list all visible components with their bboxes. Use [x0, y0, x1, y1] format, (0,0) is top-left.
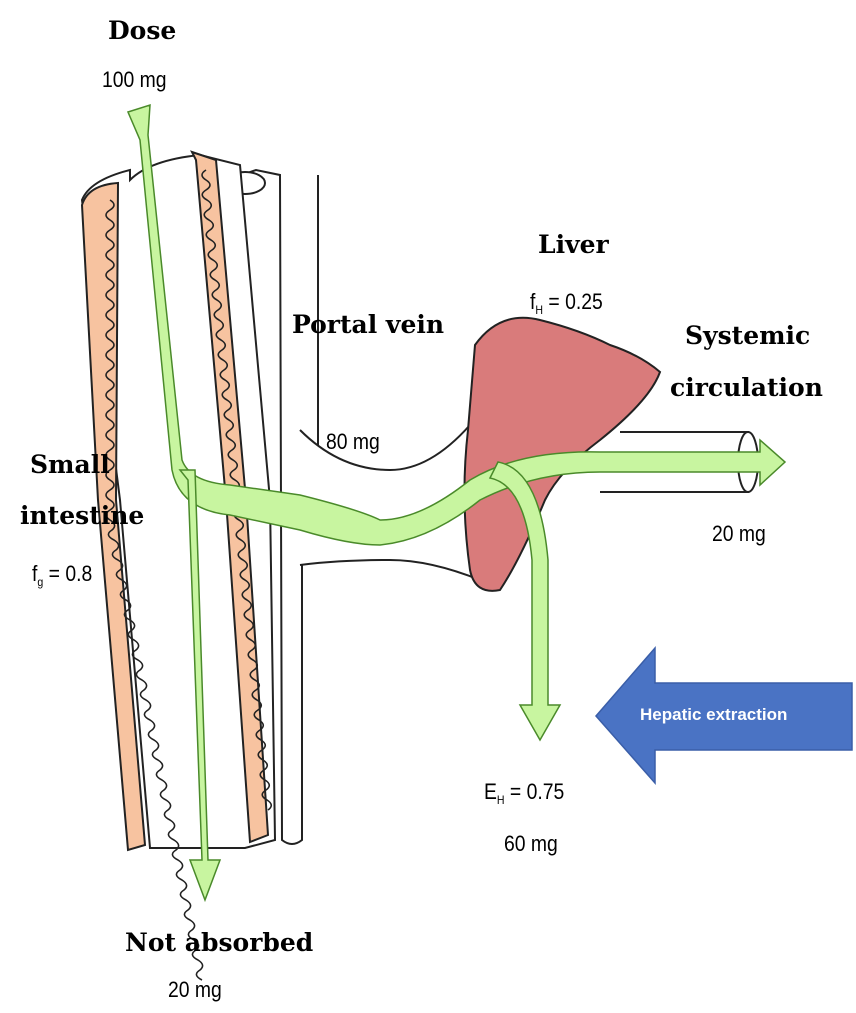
systemic-amount: 20 mg [712, 522, 766, 545]
hepatic-extraction-label: Hepatic extraction [640, 705, 787, 725]
gut-fraction: fg = 0.8 [32, 562, 92, 585]
not-absorbed-amount: 20 mg [168, 978, 222, 1001]
systemic-title-line2: circulation [670, 375, 823, 401]
liver-title: Liver [538, 232, 609, 258]
hepatic-extraction-ratio: EH = 0.75 [484, 780, 564, 803]
portal-vein-title: Portal vein [292, 312, 444, 338]
not-absorbed-title: Not absorbed [125, 930, 313, 956]
liver-fraction: fH = 0.25 [530, 290, 603, 313]
systemic-title-line1: Systemic [685, 323, 810, 349]
portal-vein-amount: 80 mg [326, 430, 380, 453]
dose-amount: 100 mg [102, 68, 167, 91]
small-intestine-title-line2: intestine [20, 503, 144, 529]
small-intestine-title-line1: Small [30, 452, 110, 478]
dose-title: Dose [108, 18, 172, 44]
small-intestine-tube [82, 152, 275, 980]
hepatic-extraction-amount: 60 mg [504, 832, 558, 855]
